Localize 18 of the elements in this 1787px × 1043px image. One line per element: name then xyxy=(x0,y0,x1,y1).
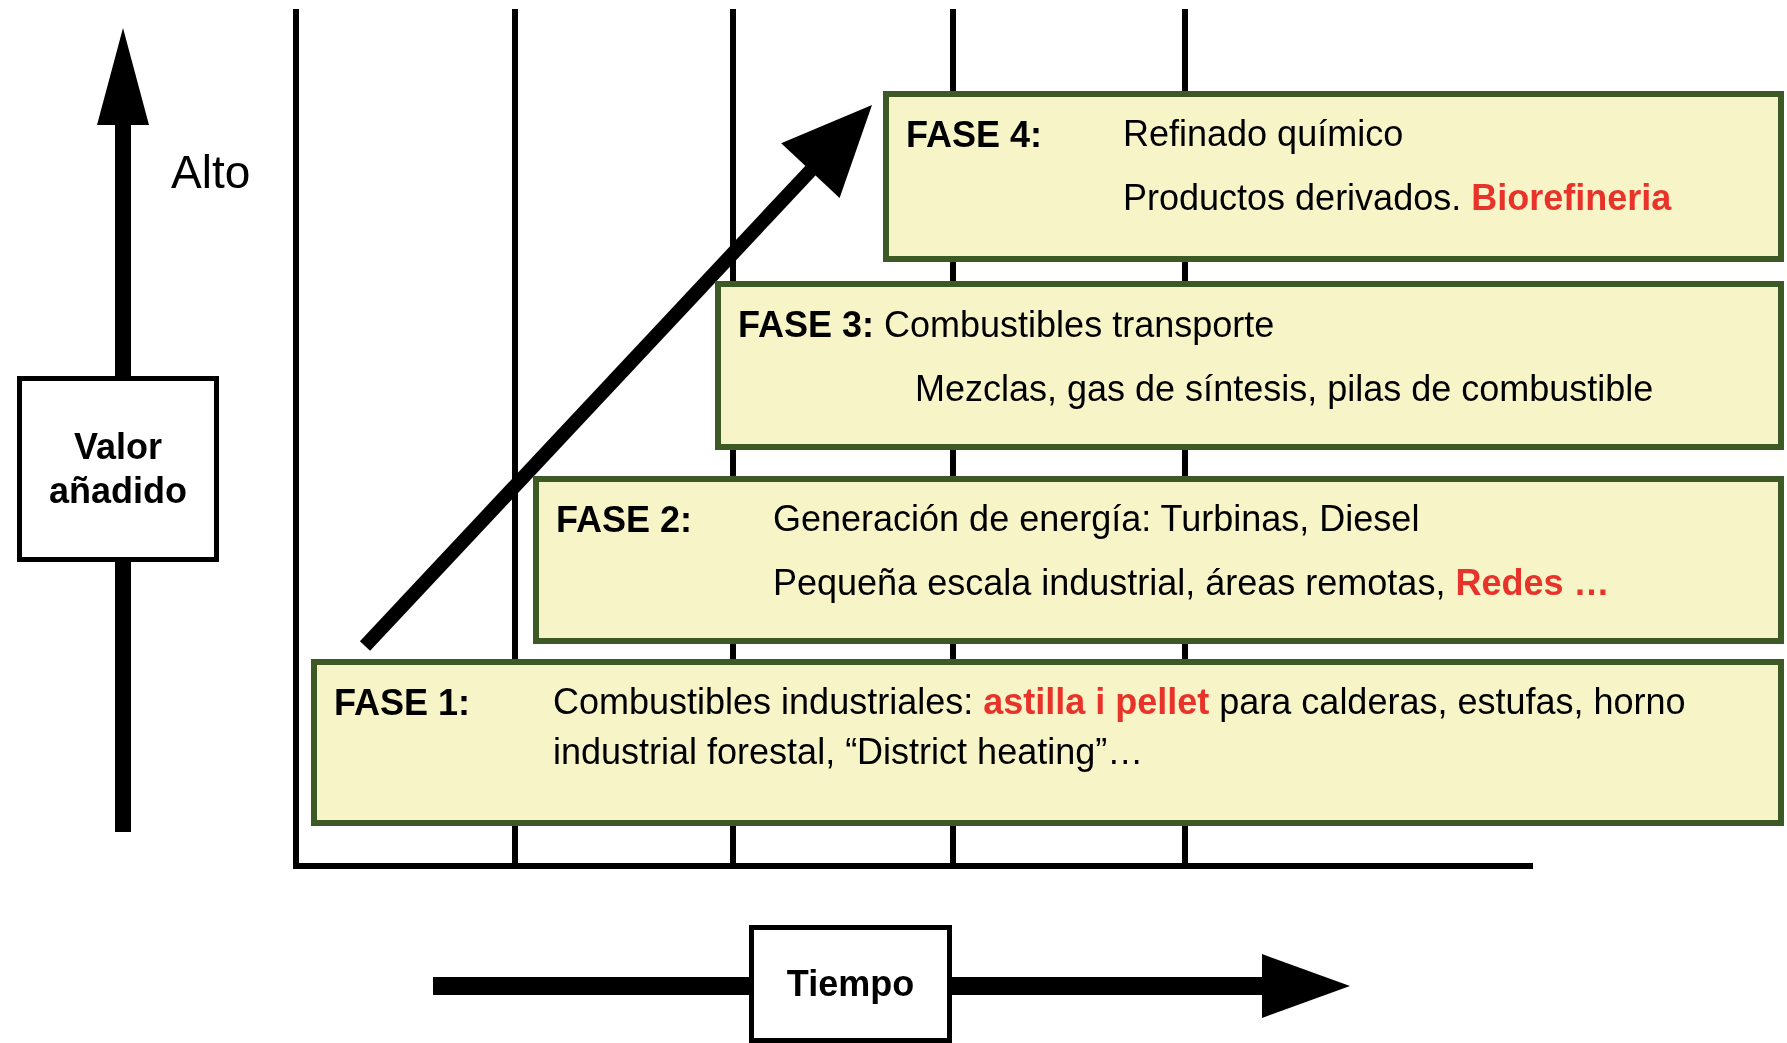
phase-title: FASE 2: xyxy=(556,498,694,542)
phase-text: Refinado químico xyxy=(1123,112,1405,156)
phase-box xyxy=(883,91,1784,262)
phase-box xyxy=(715,281,1784,450)
phase-box xyxy=(533,476,1784,644)
phase-text: Mezclas, gas de síntesis, pilas de combustible xyxy=(915,367,1655,411)
label-box: Tiempo xyxy=(749,925,952,1043)
phase-text: Generación de energía: Turbinas, Diesel xyxy=(773,497,1421,541)
phase-title: FASE 4: xyxy=(906,113,1044,157)
phase-text: Pequeña escala industrial, áreas remotas, Redes … xyxy=(773,561,1610,605)
phase-title: FASE 1: xyxy=(334,681,472,725)
phase-text: Combustibles industriales: astilla i pellet para calderas, estufas, horno industrial forestal, “District heating”… xyxy=(553,680,1687,774)
phase-title: FASE 3: xyxy=(738,303,876,347)
label-box: Valor añadido xyxy=(17,376,219,562)
phase-text: Combustibles transporte xyxy=(884,303,1275,347)
phase-box xyxy=(311,659,1784,826)
axis-label: Alto xyxy=(171,145,251,200)
phase-text: Productos derivados. Biorefineria xyxy=(1123,176,1672,220)
